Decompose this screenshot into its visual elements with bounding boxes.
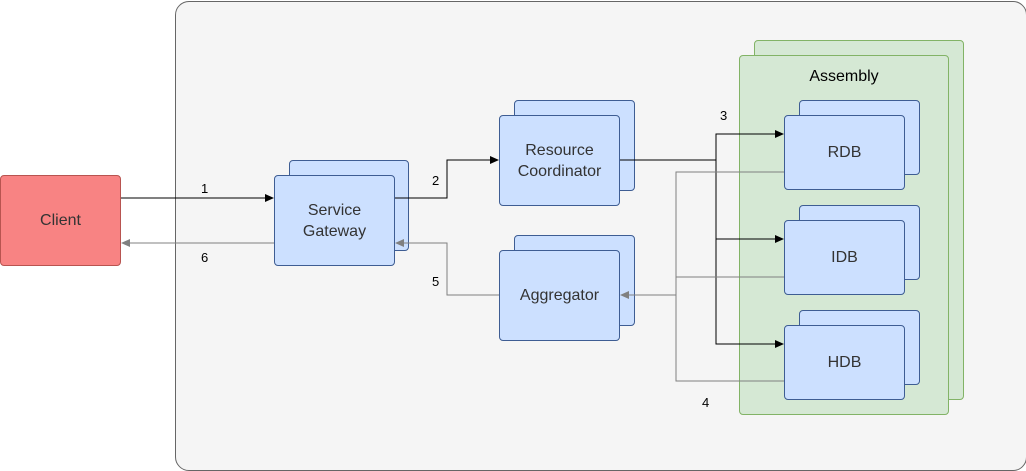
edge-coordinator-to-rdb bbox=[620, 130, 784, 161]
gateway-label: Service Gateway bbox=[302, 201, 367, 240]
assembly-label: Assembly bbox=[809, 68, 879, 85]
aggregator-label: Aggregator bbox=[519, 287, 600, 304]
step-label-4: 4 bbox=[702, 395, 710, 410]
edge-gateway-to-coordinator bbox=[395, 156, 499, 199]
step-label-1: 1 bbox=[201, 181, 209, 196]
hdb-node: HDB bbox=[784, 325, 905, 400]
step-label-2: 2 bbox=[432, 173, 440, 188]
edge-aggregator-to-gateway bbox=[395, 239, 499, 296]
rdb-node: RDB bbox=[784, 115, 905, 190]
step-label-3: 3 bbox=[720, 108, 728, 123]
gateway-node: Service Gateway bbox=[274, 175, 395, 266]
coordinator-label: Resource Coordinator bbox=[517, 141, 602, 180]
client-node: Client bbox=[0, 175, 121, 266]
edge-coordinator-to-hdb bbox=[715, 239, 784, 348]
idb-label: IDB bbox=[831, 249, 858, 266]
hdb-label: HDB bbox=[827, 354, 862, 371]
idb-node: IDB bbox=[784, 220, 905, 295]
aggregator-node: Aggregator bbox=[499, 250, 620, 341]
coordinator-node: Resource Coordinator bbox=[499, 115, 620, 206]
edge-hdb-to-aggregator bbox=[620, 291, 784, 382]
step-label-6: 6 bbox=[201, 250, 209, 265]
client-label: Client bbox=[40, 212, 81, 229]
step-label-5: 5 bbox=[432, 274, 440, 289]
edge-rdb-to-aggregator bbox=[675, 171, 784, 295]
rdb-label: RDB bbox=[827, 144, 862, 161]
